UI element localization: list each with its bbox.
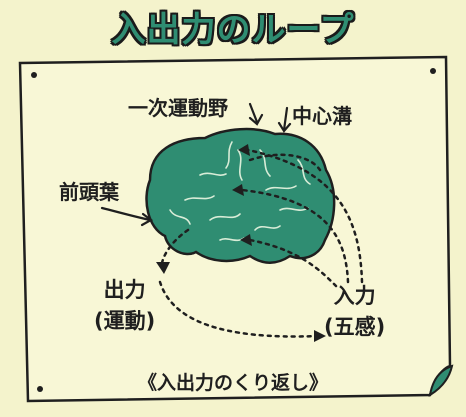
- loop-path-input-to-mid: [240, 188, 350, 284]
- motor-cortex-arrow: [248, 102, 259, 124]
- label-primary-motor-cortex: 一次運動野: [128, 96, 228, 120]
- label-output-line1: 出力: [103, 278, 146, 302]
- brain-groove: [237, 149, 243, 181]
- motor-cortex-arrowhead: [248, 113, 264, 126]
- label-input-line2: (五感): [324, 315, 386, 339]
- central-sulcus-arrowhead: [277, 121, 292, 133]
- label-output: 出力 (運動): [94, 275, 155, 337]
- loop-arrowhead-output: [156, 262, 170, 274]
- brain-groove: [169, 209, 191, 225]
- frontal-lobe-arrow: [100, 206, 152, 222]
- label-input: 入力 (五感): [324, 281, 385, 343]
- pin-bottom-left: [37, 386, 43, 392]
- central-sulcus-arrow: [282, 106, 289, 132]
- brain-groove: [225, 141, 233, 169]
- label-central-sulcus: 中心溝: [292, 104, 352, 128]
- label-input-line1: 入力: [333, 284, 376, 308]
- brain-groove: [209, 213, 241, 221]
- loop-arrowhead-mid: [232, 184, 244, 196]
- brain-groove: [254, 225, 281, 231]
- label-frontal-lobe: 前頭葉: [59, 180, 119, 204]
- page-title: 入出力のループ: [111, 10, 355, 50]
- loop-path-input-to-lower: [248, 238, 338, 288]
- loop-path-input-to-sulcus: [246, 148, 364, 284]
- loop-arrowhead-lower: [240, 234, 252, 246]
- brain-groove: [279, 207, 309, 211]
- label-output-line2: (運動): [94, 309, 156, 333]
- frontal-lobe-arrowhead: [140, 212, 154, 227]
- brain-groove: [297, 159, 311, 185]
- loop-arrowhead-input: [314, 330, 326, 342]
- brain-groove: [265, 185, 297, 191]
- brain-groove: [184, 195, 215, 201]
- loop-arrowhead-sulcus: [238, 144, 250, 156]
- cycle-caption: 《入出力のくり返し》: [137, 372, 328, 394]
- pin-top-right: [430, 68, 436, 74]
- loop-path-upper: [248, 153, 322, 172]
- paper-curl: [428, 364, 454, 398]
- pin-top-left: [31, 72, 37, 78]
- loop-path-output-to-input: [158, 280, 320, 338]
- brain-groove: [199, 172, 227, 176]
